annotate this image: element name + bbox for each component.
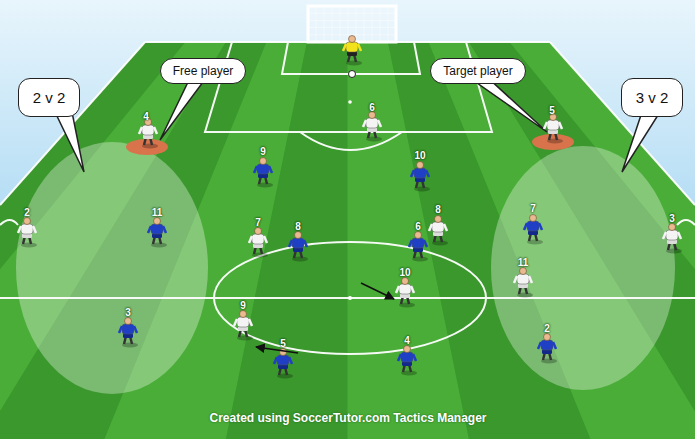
net-line xyxy=(364,6,365,42)
player-number: 11 xyxy=(518,257,529,268)
watermark: Created using SoccerTutor.com Tactics Ma… xyxy=(210,411,487,425)
pitch-stripe xyxy=(226,42,348,439)
player-figure xyxy=(411,162,430,192)
net-line xyxy=(308,27,396,28)
net-line xyxy=(380,6,381,42)
net-line xyxy=(308,20,396,21)
players xyxy=(18,36,682,379)
penalty-spot xyxy=(348,100,352,104)
pitch-stripes xyxy=(0,42,695,439)
player-number: 6 xyxy=(415,221,421,232)
player-figure xyxy=(249,228,268,258)
callout-bubble: Free player xyxy=(160,58,247,84)
player-number: 2 xyxy=(544,323,550,334)
player-number: 9 xyxy=(240,300,246,311)
net-line xyxy=(356,6,357,42)
centre-spot xyxy=(348,296,352,300)
player-figure xyxy=(139,119,158,149)
net-line xyxy=(324,6,325,42)
player-number: 11 xyxy=(152,207,163,218)
goal xyxy=(308,6,396,42)
player-number: 9 xyxy=(260,146,266,157)
callout-bubble: 2 v 2 xyxy=(18,78,81,117)
player-number: 8 xyxy=(435,204,441,215)
player-figure xyxy=(409,232,428,262)
callout-tails xyxy=(55,78,660,172)
target-player-marker xyxy=(532,134,574,150)
player-number: 4 xyxy=(143,111,149,122)
net-line xyxy=(308,13,396,14)
net-line xyxy=(340,6,341,42)
player-figure xyxy=(524,215,543,245)
player-number: 4 xyxy=(404,335,410,346)
zone-highlight xyxy=(16,142,208,394)
movement-arrows xyxy=(256,283,394,353)
free-player-marker xyxy=(126,139,168,155)
ball xyxy=(349,71,356,78)
callout-text: 2 v 2 xyxy=(33,89,66,106)
player-figure xyxy=(119,318,138,348)
player-figure xyxy=(538,334,557,364)
player-figure xyxy=(18,218,37,248)
callout-bubble: 3 v 2 xyxy=(621,78,684,117)
net-line xyxy=(332,6,333,42)
callout-bubble: Target player xyxy=(430,58,525,84)
player-number: 10 xyxy=(414,150,425,161)
net-line xyxy=(348,6,349,42)
player-figure xyxy=(429,216,448,246)
player-number: 10 xyxy=(399,267,410,278)
player-figure xyxy=(544,114,563,144)
player-number: 3 xyxy=(125,307,131,318)
net-line xyxy=(316,6,317,42)
player-number: 5 xyxy=(280,338,286,349)
callout-text: 3 v 2 xyxy=(636,89,669,106)
player-number: 2 xyxy=(24,207,30,218)
player-number: 3 xyxy=(669,213,675,224)
player-figure xyxy=(274,349,293,379)
player-number: 7 xyxy=(255,217,261,228)
net-line xyxy=(388,6,389,42)
player-figure xyxy=(514,268,533,298)
player-number: 7 xyxy=(530,203,536,214)
player-figure xyxy=(398,346,417,376)
player-figure xyxy=(234,311,253,341)
player-figure xyxy=(343,36,362,66)
callout-text: Target player xyxy=(443,64,512,78)
player-number: 5 xyxy=(549,105,555,116)
player-number: 8 xyxy=(295,221,301,232)
player-figure xyxy=(148,218,167,248)
player-figure xyxy=(663,224,682,254)
player-figure xyxy=(289,232,308,262)
player-figure xyxy=(396,278,415,308)
net-line xyxy=(308,34,396,35)
net-line xyxy=(372,6,373,42)
zone-highlight xyxy=(491,146,675,390)
player-figure xyxy=(254,158,273,188)
player-number: 6 xyxy=(369,102,375,113)
callout-text: Free player xyxy=(173,64,234,78)
player-figure xyxy=(363,112,382,142)
